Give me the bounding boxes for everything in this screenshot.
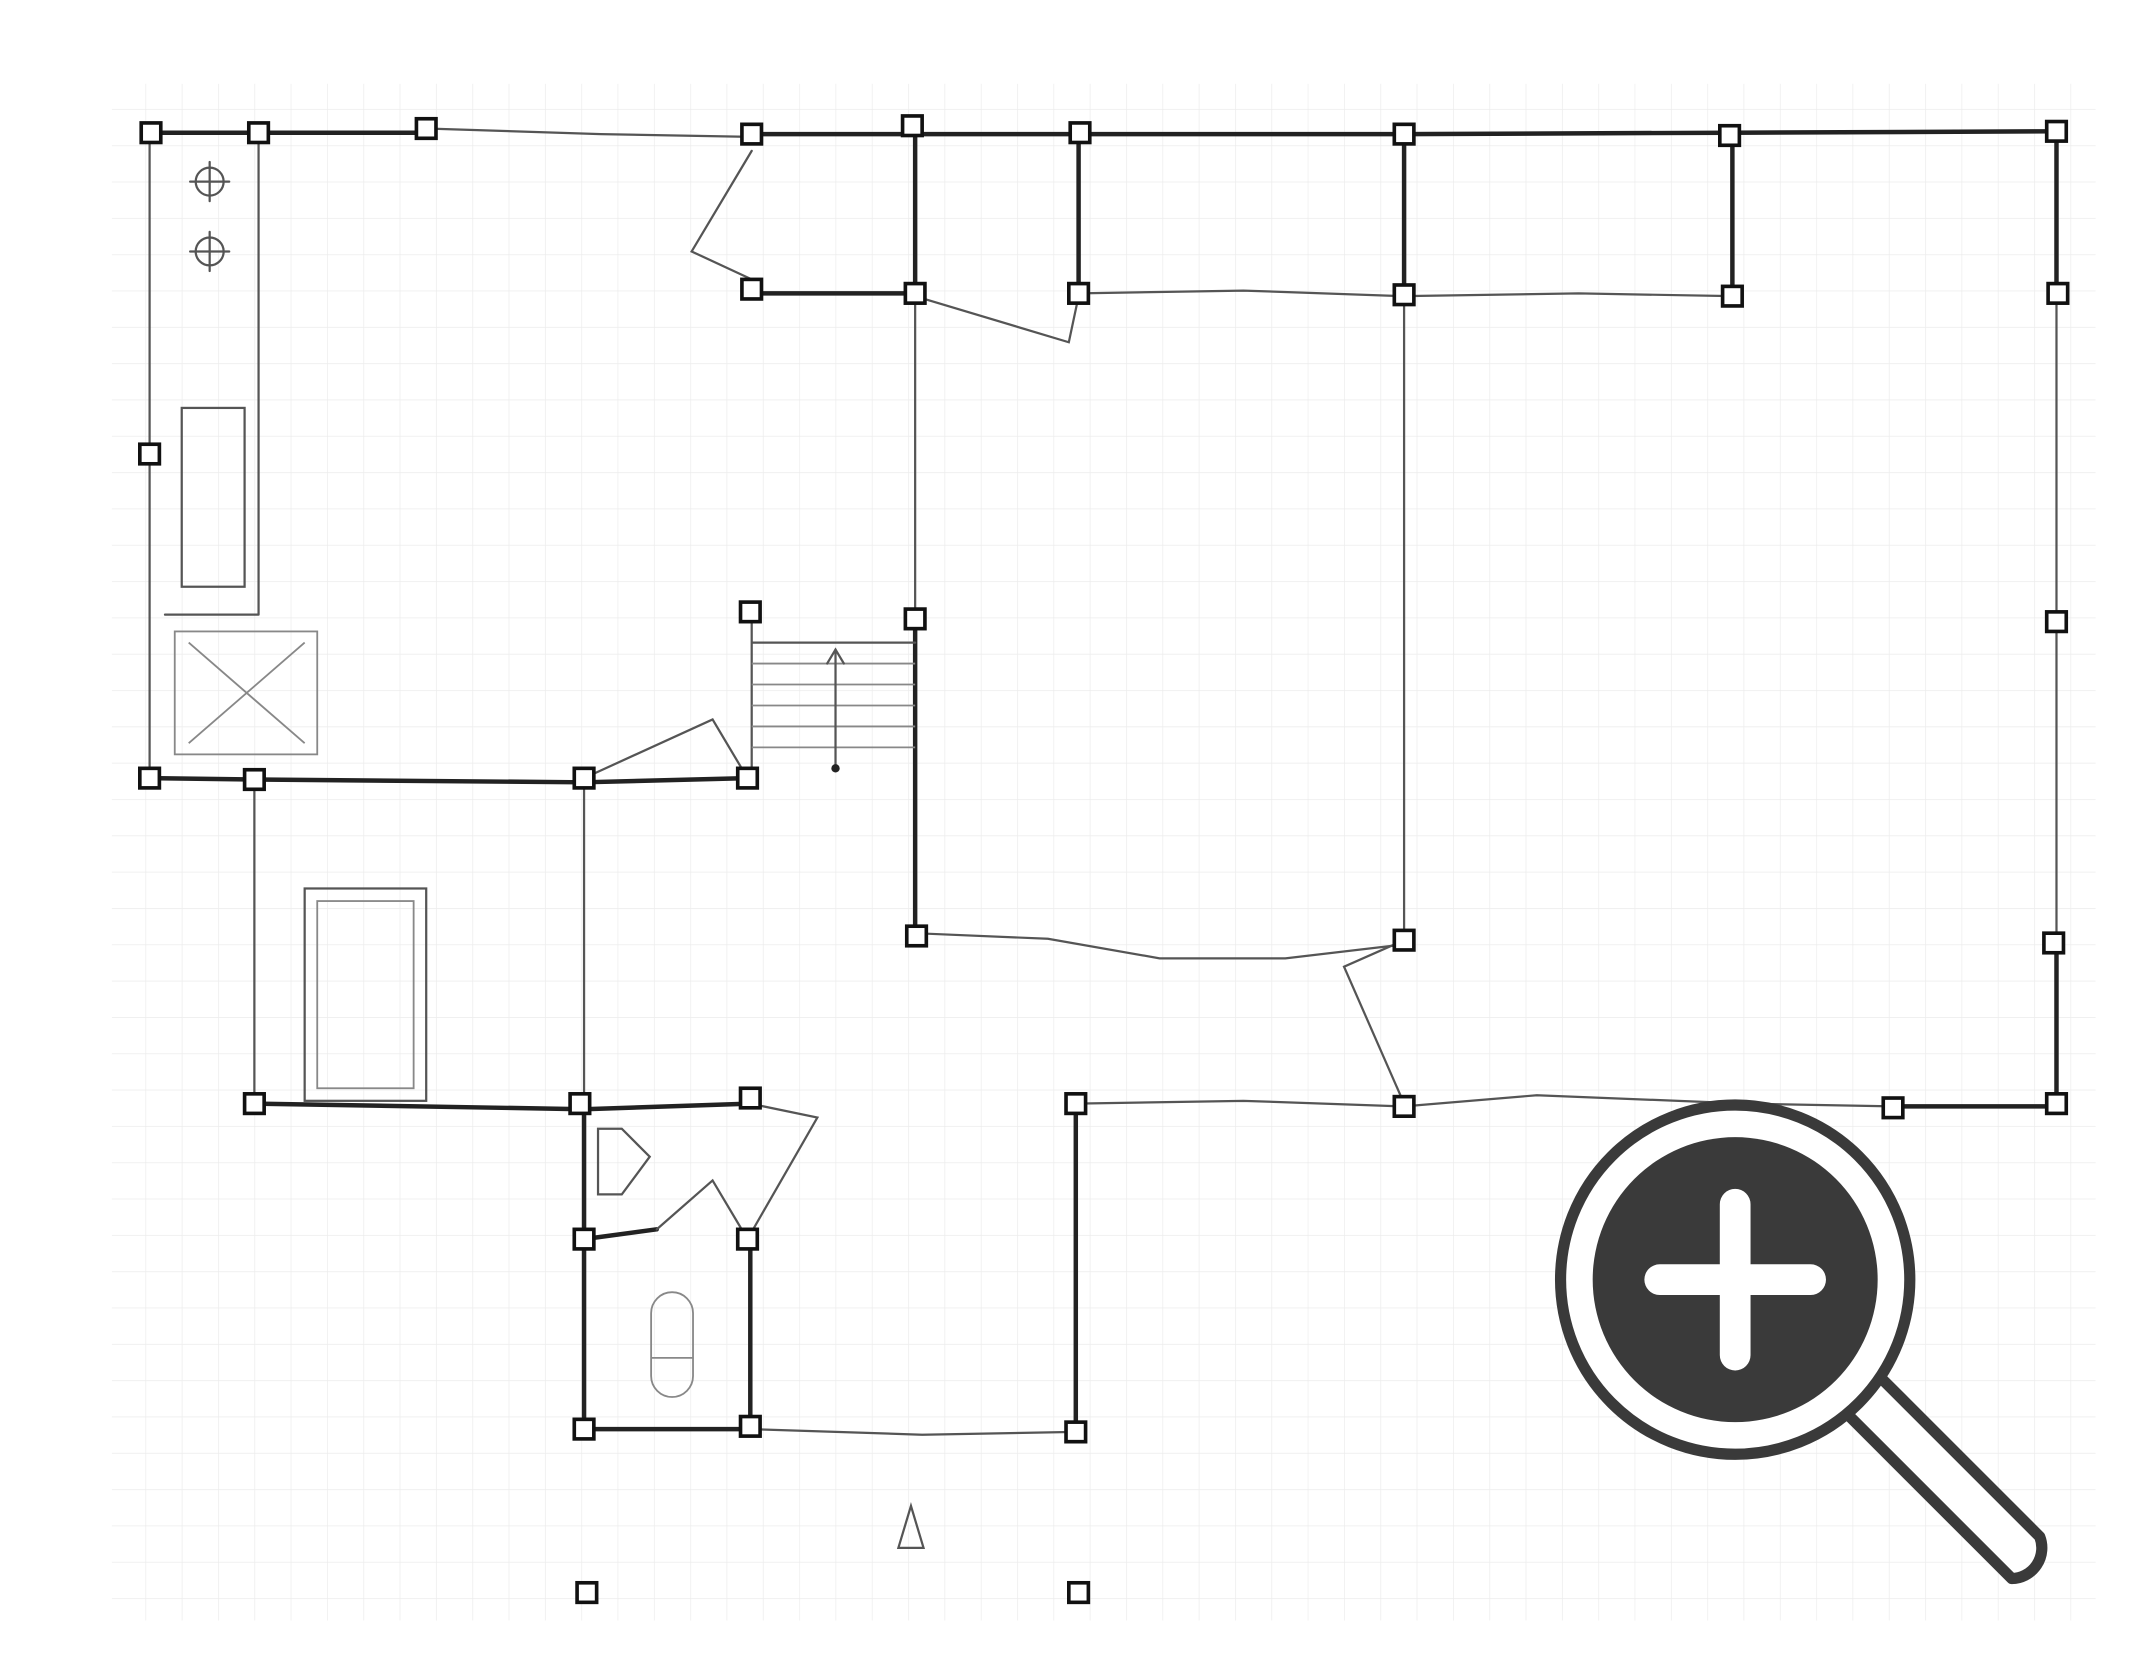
column-marker — [2044, 1092, 2069, 1116]
column-marker — [1392, 122, 1416, 146]
column-marker — [2044, 119, 2069, 143]
column-marker — [1068, 121, 1092, 145]
column-marker — [1067, 1580, 1091, 1605]
column-marker — [575, 1580, 599, 1605]
column-marker — [738, 1414, 762, 1438]
column-marker — [738, 600, 762, 624]
column-marker — [139, 121, 163, 145]
column-marker — [735, 1227, 760, 1251]
column-marker — [904, 924, 929, 948]
column-marker — [572, 1227, 596, 1251]
column-marker — [903, 607, 927, 631]
column-marker — [2046, 281, 2070, 305]
column-marker — [1067, 281, 1091, 305]
north-arrow-icon — [896, 1502, 926, 1549]
column-marker — [738, 1086, 762, 1110]
column-marker — [2042, 931, 2066, 955]
column-marker — [138, 442, 162, 466]
column-marker — [903, 281, 927, 305]
column-marker — [2044, 610, 2069, 634]
column-marker — [1064, 1420, 1088, 1444]
stairs — [750, 613, 917, 780]
column-marker — [572, 766, 596, 790]
column-marker — [900, 114, 924, 138]
column-marker — [735, 766, 760, 790]
column-marker — [1392, 1094, 1416, 1119]
column-marker — [138, 766, 162, 790]
column-marker — [740, 277, 764, 301]
fixtures — [173, 160, 926, 1549]
column-marker — [740, 122, 764, 146]
column-marker — [1720, 284, 1744, 308]
toilet — [650, 1291, 694, 1398]
column-marker — [572, 1417, 596, 1441]
column-marker — [1881, 1096, 1905, 1120]
column-marker — [246, 121, 271, 145]
column-marker — [414, 116, 438, 141]
zoom-in-icon[interactable] — [1554, 1099, 2048, 1585]
column-marker — [1717, 123, 1742, 148]
column-marker — [242, 1092, 266, 1116]
column-marker — [242, 767, 266, 792]
column-marker — [1392, 283, 1416, 307]
column-marker — [1064, 1092, 1088, 1116]
doors — [582, 149, 1406, 1241]
column-marker — [1392, 928, 1416, 952]
columns — [138, 114, 2070, 1605]
column-marker — [568, 1092, 592, 1116]
